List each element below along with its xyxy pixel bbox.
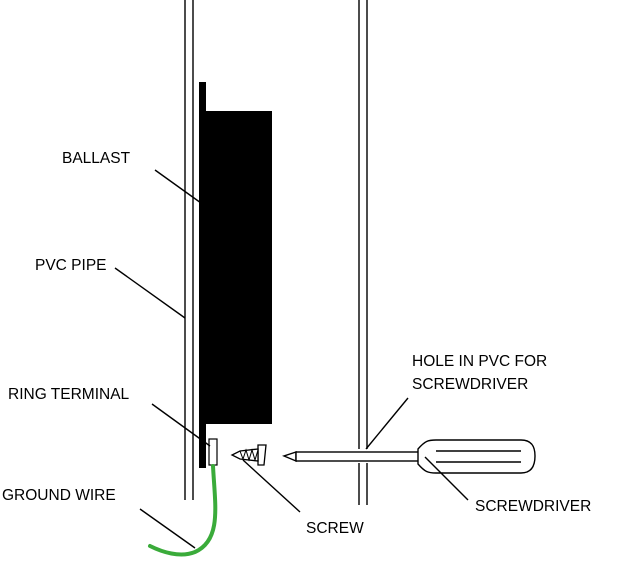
ring-terminal	[208, 438, 218, 466]
screwdriver	[282, 439, 536, 474]
screwdriver-tip	[282, 451, 297, 463]
ground-wire	[148, 464, 218, 557]
screw-label: SCREW	[306, 520, 364, 537]
leader-lines	[114, 169, 469, 549]
pvc-pipe	[184, 0, 368, 505]
pvc-pipe-leader-line	[114, 267, 186, 319]
ballast-leader-line	[154, 169, 202, 204]
screwdriver-leader-line	[424, 456, 469, 501]
hole-leader-line	[365, 397, 409, 450]
pvc-pipe-label: PVC PIPE	[35, 257, 107, 274]
ballast-label: BALLAST	[62, 150, 131, 167]
ring-terminal-leader-line	[151, 403, 211, 447]
screw-threads	[239, 448, 259, 462]
ballast-mounting-flange	[199, 82, 206, 468]
hole-label-line2: SCREWDRIVER	[412, 376, 528, 393]
ground-wire-label: GROUND WIRE	[2, 487, 116, 504]
ballast	[199, 82, 272, 468]
screw-shank	[230, 448, 259, 462]
ground-wire-leader-line	[139, 508, 196, 549]
screw	[230, 444, 267, 466]
screwdriver-label: SCREWDRIVER	[475, 498, 591, 515]
screwdriver-shaft	[295, 451, 421, 462]
ballast-body	[205, 111, 272, 424]
screw-head	[257, 444, 267, 466]
screwdriver-handle	[417, 439, 536, 474]
ring-terminal-label: RING TERMINAL	[8, 386, 130, 403]
screw-leader-line	[242, 459, 301, 513]
hole-label-line1: HOLE IN PVC FOR	[412, 353, 547, 370]
